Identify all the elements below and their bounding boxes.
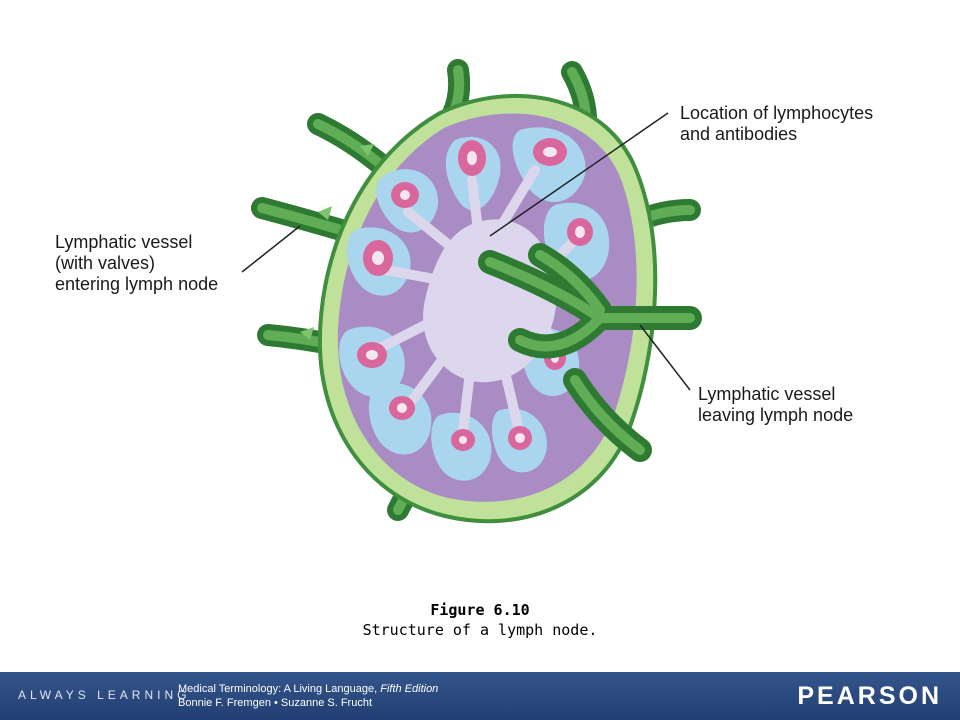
publisher-logo: PEARSON — [797, 682, 942, 710]
label-afferent-vessel: Lymphatic vessel (with valves) entering … — [55, 232, 219, 294]
footer-tagline: ALWAYS LEARNING — [18, 688, 191, 702]
book-credit: Medical Terminology: A Living Language, … — [178, 682, 438, 710]
figure-caption: Figure 6.10 Structure of a lymph node. — [0, 600, 960, 640]
book-authors: Bonnie F. Fremgen • Suzanne S. Frucht — [178, 697, 373, 709]
leader-lines — [241, 112, 691, 391]
book-title: Medical Terminology: A Living Language, — [178, 683, 378, 695]
footer-bar: ALWAYS LEARNING Medical Terminology: A L… — [0, 672, 960, 720]
lymph-node-diagram — [241, 59, 702, 524]
figure-number: Figure 6.10 — [430, 601, 530, 619]
figure-description: Structure of a lymph node. — [362, 621, 598, 639]
efferent-vessel — [478, 243, 702, 462]
label-efferent-vessel: Lymphatic vessel leaving lymph node — [698, 384, 854, 425]
label-lymphocytes-location: Location of lymphocytes and antibodies — [680, 103, 874, 144]
book-title-line: Medical Terminology: A Living Language, … — [178, 682, 438, 696]
book-edition: Fifth Edition — [380, 683, 439, 695]
